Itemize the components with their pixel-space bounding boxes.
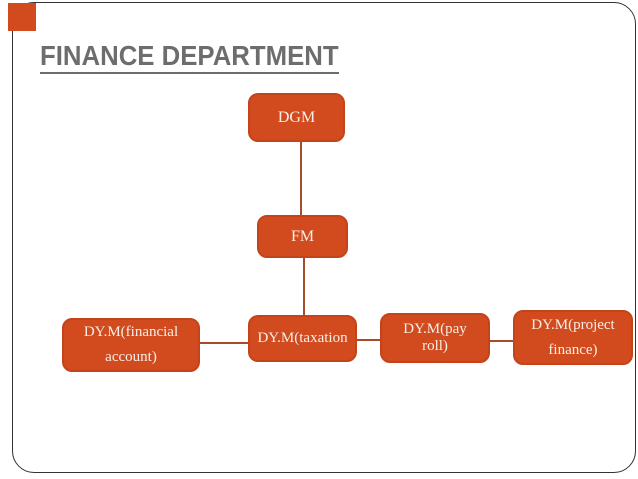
- org-node-project-finance: DY.M(project finance): [513, 310, 633, 365]
- corner-accent-square: [8, 3, 36, 31]
- page-title-text: FINANCE DEPARTMENT: [40, 42, 339, 74]
- org-node-financial-account-label: DY.M(financial account): [83, 324, 179, 365]
- org-node-project-finance-label: DY.M(project finance): [531, 316, 615, 358]
- org-node-payroll: DY.M(pay roll): [380, 313, 490, 363]
- org-node-taxation-label: DY.M(taxation: [257, 330, 348, 346]
- org-node-fm-label: FM: [290, 227, 315, 245]
- org-node-payroll-label: DY.M(pay roll): [403, 321, 467, 354]
- org-node-taxation: DY.M(taxation: [248, 315, 357, 362]
- page-title: FINANCE DEPARTMENT: [40, 42, 365, 74]
- connector-dgm-fm: [300, 142, 302, 215]
- slide-border-frame: [12, 2, 636, 473]
- connector-taxation-payroll: [357, 339, 380, 341]
- connector-fm-taxation: [303, 258, 305, 315]
- connector-financial-taxation: [200, 342, 248, 344]
- org-node-dgm-label: DGM: [277, 108, 316, 126]
- org-node-dgm: DGM: [248, 93, 345, 142]
- connector-payroll-project: [490, 340, 513, 342]
- org-node-financial-account: DY.M(financial account): [62, 318, 200, 372]
- org-node-fm: FM: [257, 215, 348, 258]
